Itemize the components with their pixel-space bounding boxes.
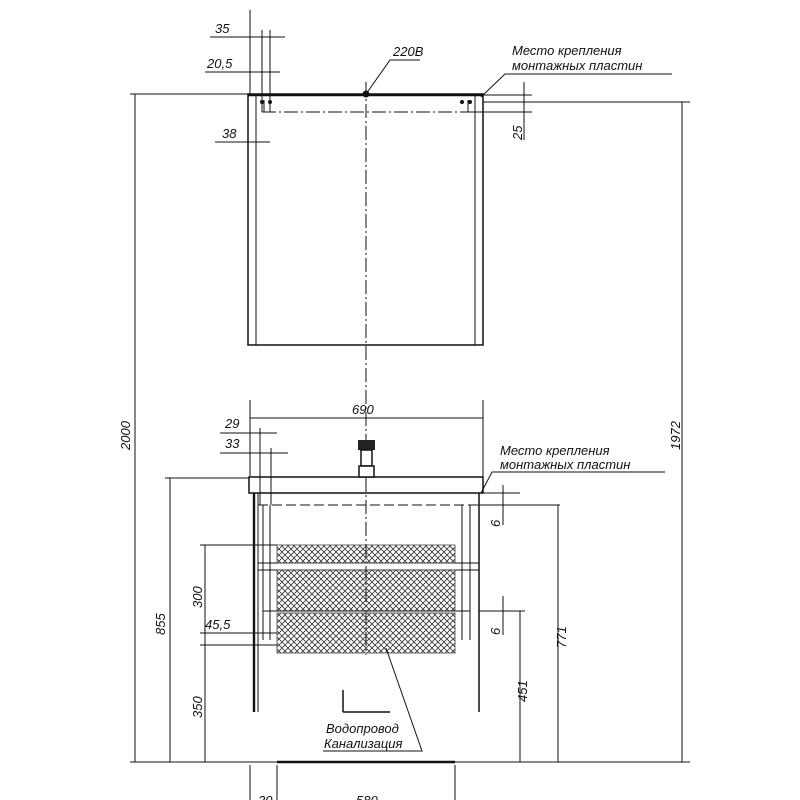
mount-label-top-line2: монтажных пластин bbox=[512, 58, 642, 73]
pipes-label-line2: Канализация bbox=[324, 736, 402, 751]
faucet-icon bbox=[358, 440, 375, 478]
dim-1972: 1972 bbox=[668, 420, 683, 450]
dim-2000: 2000 bbox=[118, 420, 133, 451]
dim-25: 25 bbox=[510, 125, 525, 141]
dim-30: 30 bbox=[258, 793, 273, 800]
dim-20-5: 20,5 bbox=[206, 56, 233, 71]
dim-45-5: 45,5 bbox=[205, 617, 231, 632]
pipes-label-line1: Водопровод bbox=[326, 721, 399, 736]
mount-label-top-line1: Место крепления bbox=[512, 43, 622, 58]
power-leader bbox=[365, 59, 420, 95]
vanity-cabinet bbox=[248, 476, 484, 713]
dim-33: 33 bbox=[225, 436, 240, 451]
mirror-cabinet bbox=[247, 90, 484, 346]
mount-label-vanity-line2: монтажных пластин bbox=[500, 457, 630, 472]
dim-29: 29 bbox=[224, 416, 239, 431]
dim-690: 690 bbox=[352, 402, 374, 417]
mount-leader-vanity bbox=[480, 471, 665, 494]
dim-350: 350 bbox=[190, 696, 205, 718]
dim-451: 451 bbox=[515, 680, 530, 702]
mount-leader-top bbox=[480, 73, 672, 98]
dim-6-bottom: 6 bbox=[488, 627, 503, 635]
dim-35: 35 bbox=[215, 21, 230, 36]
power-label: 220В bbox=[392, 44, 424, 59]
dim-300: 300 bbox=[190, 586, 205, 608]
dim-855: 855 bbox=[153, 613, 168, 635]
dim-771: 771 bbox=[554, 626, 569, 648]
dim-38: 38 bbox=[222, 126, 237, 141]
mount-label-vanity-line1: Место крепления bbox=[500, 443, 610, 458]
dim-580: 580 bbox=[356, 793, 378, 800]
dim-6-top: 6 bbox=[488, 519, 503, 527]
pipes-leader bbox=[323, 647, 423, 752]
mirror-left-dims bbox=[205, 10, 285, 143]
